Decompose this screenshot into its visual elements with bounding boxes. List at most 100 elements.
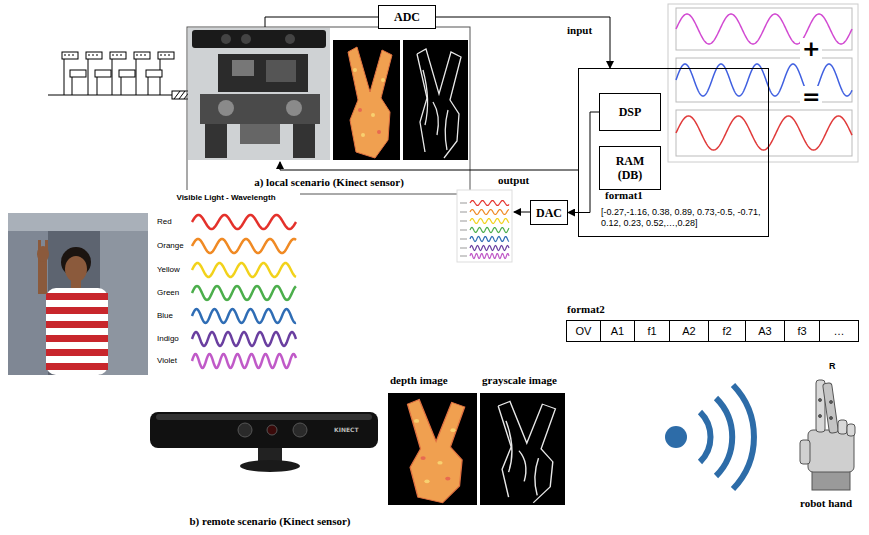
ladder-wiring xyxy=(160,55,172,56)
person-photo xyxy=(8,213,148,231)
robot-photo xyxy=(188,28,330,160)
grayscale-image xyxy=(506,421,512,472)
kinect-sensor xyxy=(258,448,282,462)
person-photo xyxy=(46,363,108,370)
robot-photo xyxy=(232,60,254,76)
grayscale-image xyxy=(498,401,555,502)
robot-photo xyxy=(192,30,326,48)
signal-wire xyxy=(265,17,378,27)
node-text: f3 xyxy=(797,325,806,338)
ladder-wiring xyxy=(70,70,86,77)
visible-light-chart xyxy=(192,286,296,300)
wireless-icon xyxy=(700,412,711,462)
visible-light-chart xyxy=(192,354,296,368)
grayscale-image xyxy=(480,393,565,505)
ladder-wiring xyxy=(72,77,73,95)
person-photo xyxy=(45,240,48,250)
ladder-wiring xyxy=(119,70,135,77)
robot-hand xyxy=(838,420,847,434)
output-wave-chart xyxy=(470,201,509,206)
depth-image xyxy=(353,68,357,72)
robot-photo xyxy=(200,94,320,124)
ladder-wiring xyxy=(136,59,137,95)
sine-sum-chart xyxy=(676,14,852,44)
format-cell: OV xyxy=(566,320,601,342)
grayscale-image xyxy=(498,401,555,502)
depth-image xyxy=(445,477,450,481)
person-photo xyxy=(71,280,81,289)
robot-hand xyxy=(830,401,833,404)
grayscale-image xyxy=(417,49,461,158)
depth-image xyxy=(421,456,426,460)
color-name: Red xyxy=(157,217,172,227)
depth-image xyxy=(388,393,477,505)
depth-image xyxy=(388,393,477,505)
person-photo xyxy=(38,240,41,250)
output-wave-chart xyxy=(460,203,467,204)
robot-hand xyxy=(800,380,855,490)
format-cell: A3 xyxy=(745,320,785,342)
depth-image xyxy=(424,479,429,483)
grayscale-image xyxy=(519,451,526,482)
robot-photo xyxy=(241,34,251,44)
converter-box: ADC xyxy=(378,5,436,29)
ladder-wiring xyxy=(134,52,150,59)
hand-mark: R xyxy=(829,361,836,371)
person-photo xyxy=(46,307,108,314)
output-wave-chart xyxy=(460,248,467,249)
node-text: ADC xyxy=(394,10,420,24)
robot-hand xyxy=(823,383,839,434)
grayscale-image xyxy=(417,49,461,158)
robot-hand xyxy=(812,470,850,490)
ladder-wiring xyxy=(95,70,111,77)
ladder-wiring xyxy=(48,95,172,96)
color-name: Violet xyxy=(157,356,177,366)
depth-image xyxy=(408,400,465,503)
format-cell: … xyxy=(819,320,859,342)
output-wave-chart xyxy=(460,212,467,213)
signal-wire xyxy=(280,162,578,170)
person-photo xyxy=(46,293,108,300)
color-name: Green xyxy=(157,288,179,298)
visible-light-chart xyxy=(192,309,296,323)
output-wave-chart xyxy=(470,237,509,242)
ladder-wiring xyxy=(64,59,65,95)
ladder-wiring xyxy=(158,52,174,59)
node-text: A1 xyxy=(611,325,624,338)
grayscale-image xyxy=(535,458,539,495)
converter-box: DAC xyxy=(530,200,568,225)
visible-light-chart xyxy=(152,190,300,373)
person-photo xyxy=(8,213,148,375)
person-photo xyxy=(46,288,108,375)
robot-photo xyxy=(266,60,296,82)
output-wave-chart xyxy=(460,239,467,240)
robot-photo xyxy=(221,34,231,44)
visible-light-chart xyxy=(192,332,296,346)
person-photo xyxy=(65,256,87,282)
grayscale-image xyxy=(403,40,468,160)
signal-label: output xyxy=(498,174,529,187)
ladder-wiring xyxy=(62,52,78,59)
kinect-sensor xyxy=(240,460,300,472)
depth-image xyxy=(371,113,375,117)
output-wave-chart xyxy=(457,190,512,262)
grayscale-image xyxy=(423,70,428,125)
visible-light-chart xyxy=(152,190,300,373)
kinect-sensor xyxy=(267,425,277,435)
kinect-sensor xyxy=(156,414,372,420)
signal-label: input xyxy=(567,24,592,37)
wireless-icon xyxy=(665,385,754,489)
format-cell: f3 xyxy=(784,320,820,342)
wireless-icon xyxy=(733,385,754,489)
node-text: OV xyxy=(576,325,592,338)
robot-hand xyxy=(847,424,855,436)
output-wave-chart xyxy=(470,246,509,251)
robot-photo xyxy=(218,100,234,116)
ladder-wiring xyxy=(88,55,100,56)
sine-sum-chart xyxy=(676,8,852,50)
visible-light-chart xyxy=(192,263,296,277)
format-label: format2 xyxy=(567,303,605,316)
color-name: Yellow xyxy=(157,265,180,275)
kinect-sensor xyxy=(238,423,252,437)
person-photo xyxy=(46,335,108,342)
